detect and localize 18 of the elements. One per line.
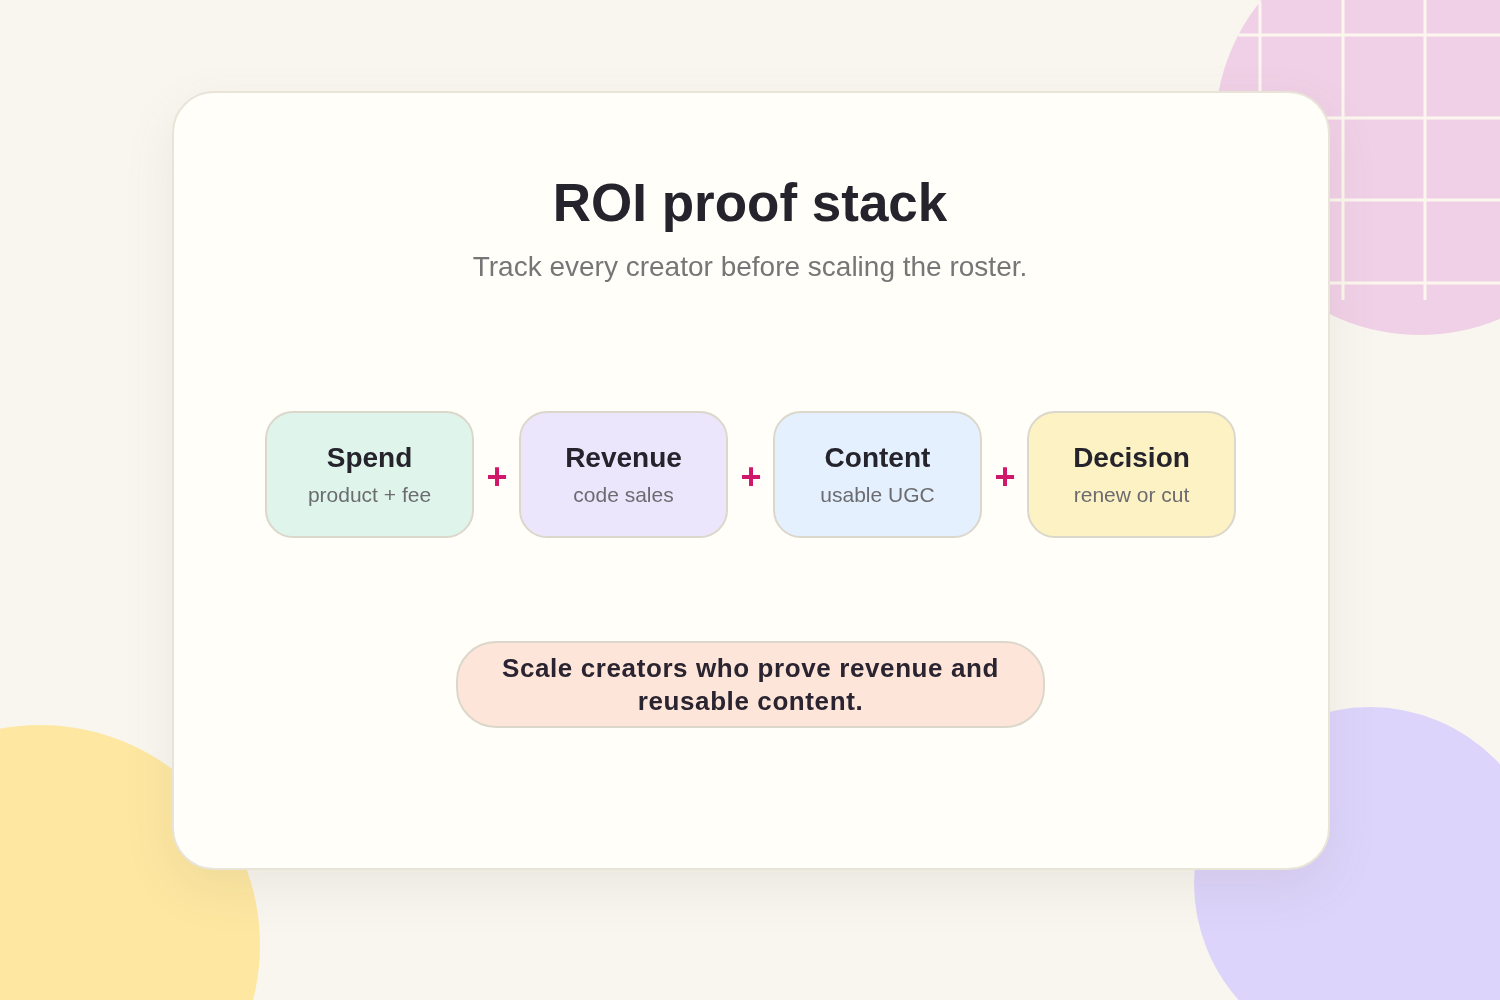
stage-detail: usable UGC (820, 482, 935, 508)
stage-box (773, 411, 982, 538)
stage-detail: product + fee (307, 482, 432, 508)
subtitle: Track every creator before scaling the roster. (472, 250, 1028, 284)
title: ROI proof stack (552, 172, 948, 234)
stage-title: Decision (1073, 441, 1190, 475)
stage-title: Content (824, 441, 931, 475)
plus-sign: + (740, 459, 762, 495)
plus-sign: + (994, 459, 1016, 495)
stage-box (519, 411, 728, 538)
plus-sign: + (486, 459, 508, 495)
stage-detail: renew or cut (1073, 482, 1190, 508)
stage-title: Revenue (565, 441, 682, 475)
stage-box (265, 411, 474, 538)
stage-title: Spend (326, 441, 413, 475)
stage-detail: code sales (573, 482, 674, 508)
stage-box (1027, 411, 1236, 538)
summary-text: Scale creators who prove revenue and reusable content. (501, 651, 1000, 718)
